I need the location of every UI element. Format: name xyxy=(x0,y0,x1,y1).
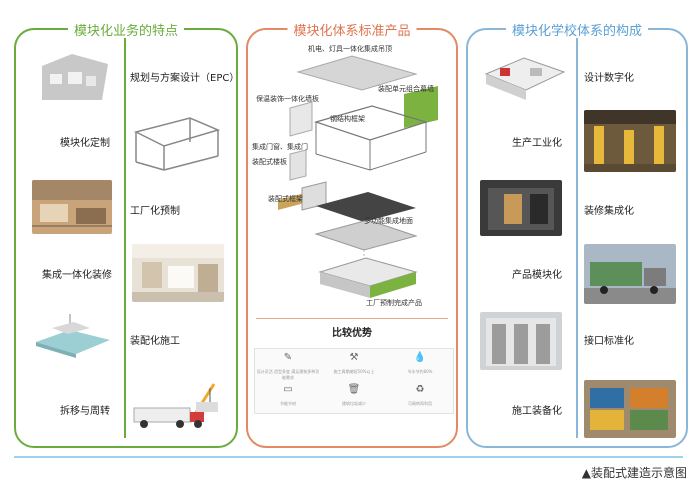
feature-relocation: 拆移与周转 xyxy=(60,406,110,417)
advantages-divider xyxy=(256,318,448,319)
figure-caption: ▲装配式建造示意图 xyxy=(581,466,687,480)
finished-product-label: 工厂预制完成产品 xyxy=(366,299,422,307)
advantage-water-text: 节水节约80% xyxy=(407,369,433,374)
workers-icon: ⚒ xyxy=(349,352,359,363)
ceiling-label: 机电、灯具一体化集成吊顶 xyxy=(308,45,392,53)
container-image xyxy=(480,180,562,236)
floor-label: 多功能集成地面 xyxy=(364,217,413,225)
standard-products-title: 模块化体系标准产品 xyxy=(287,20,417,39)
school-decoration: 装修集成化 xyxy=(584,206,634,217)
advantage-design-text: 设计灵活 造型多变 满足建筑多种功能需求 xyxy=(256,369,320,380)
digital-design-image xyxy=(480,48,568,102)
interior-image xyxy=(132,244,224,302)
school-modular: 产品模块化 xyxy=(512,270,562,281)
factory-image xyxy=(32,180,112,234)
feature-prefab: 工厂化预制 xyxy=(130,206,180,217)
advantage-schedule-text: 施工周期缩短50%以上 xyxy=(333,369,375,374)
advantage-schedule: ⚒ 施工周期缩短50%以上 xyxy=(321,349,387,381)
feature-custom: 模块化定制 xyxy=(60,138,110,149)
standard-products-panel: 模块化体系标准产品 机电、灯具一体化集成吊顶 保温装饰一体化墙板 装配单元组合幕… xyxy=(246,20,458,448)
frame-module-image xyxy=(130,112,222,174)
advantage-reuse: ♻ 可周转再利用 xyxy=(387,381,453,413)
exploded-module-diagram xyxy=(276,50,446,298)
advantage-reuse-text: 可周转再利用 xyxy=(408,401,432,406)
curtain-wall-label: 装配单元组合幕墙 xyxy=(378,85,434,93)
advantage-waste: 🗑 建筑垃圾减少 xyxy=(321,381,387,413)
battery-icon: ▭ xyxy=(283,384,293,395)
wall-panel-label: 保温装饰一体化墙板 xyxy=(256,95,319,103)
advantage-water: 💧 节水节约80% xyxy=(387,349,453,381)
business-features-title: 模块化业务的特点 xyxy=(67,20,185,39)
recycle-icon: ♻ xyxy=(415,384,425,395)
feature-epc: 规划与方案设计（EPC） xyxy=(130,73,240,84)
crane-truck-image xyxy=(130,382,226,432)
advantage-energy-text: 节能节材 xyxy=(280,401,296,406)
interface-image xyxy=(480,312,562,370)
epc-model-image xyxy=(32,48,118,108)
pen-icon: ✎ xyxy=(283,352,293,363)
water-drop-icon: 💧 xyxy=(413,352,427,363)
school-system-panel: 模块化学校体系的构成 设计数字化 生产工业化 装修集成化 产品模块化 接口标准化… xyxy=(466,20,688,448)
feature-assembly: 装配化施工 xyxy=(130,336,180,347)
school-industrial: 生产工业化 xyxy=(512,138,562,149)
assembly-image xyxy=(30,314,116,360)
advantage-waste-text: 建筑垃圾减少 xyxy=(342,401,366,406)
business-features-panel: 模块化业务的特点 规划与方案设计（EPC） 模块化定制 工厂化预制 集成一体化装… xyxy=(14,20,240,448)
school-system-title: 模块化学校体系的构成 xyxy=(505,20,649,39)
frame-column-label: 装配式框架 xyxy=(268,195,303,203)
advantage-design: ✎ 设计灵活 造型多变 满足建筑多种功能需求 xyxy=(255,349,321,381)
advantages-grid: ✎ 设计灵活 造型多变 满足建筑多种功能需求 ⚒ 施工周期缩短50%以上 💧 节… xyxy=(254,348,454,414)
bottom-divider xyxy=(14,456,683,458)
steel-frame-label: 钢结构框架 xyxy=(330,115,365,123)
doors-windows-label: 集成门窗、集成门 xyxy=(252,143,308,151)
floor-slab-label: 装配式楼板 xyxy=(252,158,287,166)
transport-truck-image xyxy=(584,244,676,304)
trash-icon: 🗑 xyxy=(347,384,361,395)
construction-site-image xyxy=(584,380,676,438)
school-interface: 接口标准化 xyxy=(584,336,634,347)
advantages-title: 比较优势 xyxy=(332,328,372,339)
school-construction: 施工装备化 xyxy=(512,406,562,417)
production-image xyxy=(584,110,676,172)
right-timeline xyxy=(576,38,578,438)
left-timeline xyxy=(124,38,126,438)
advantage-energy: ▭ 节能节材 xyxy=(255,381,321,413)
feature-interior: 集成一体化装修 xyxy=(42,270,112,281)
school-digital: 设计数字化 xyxy=(584,73,634,84)
